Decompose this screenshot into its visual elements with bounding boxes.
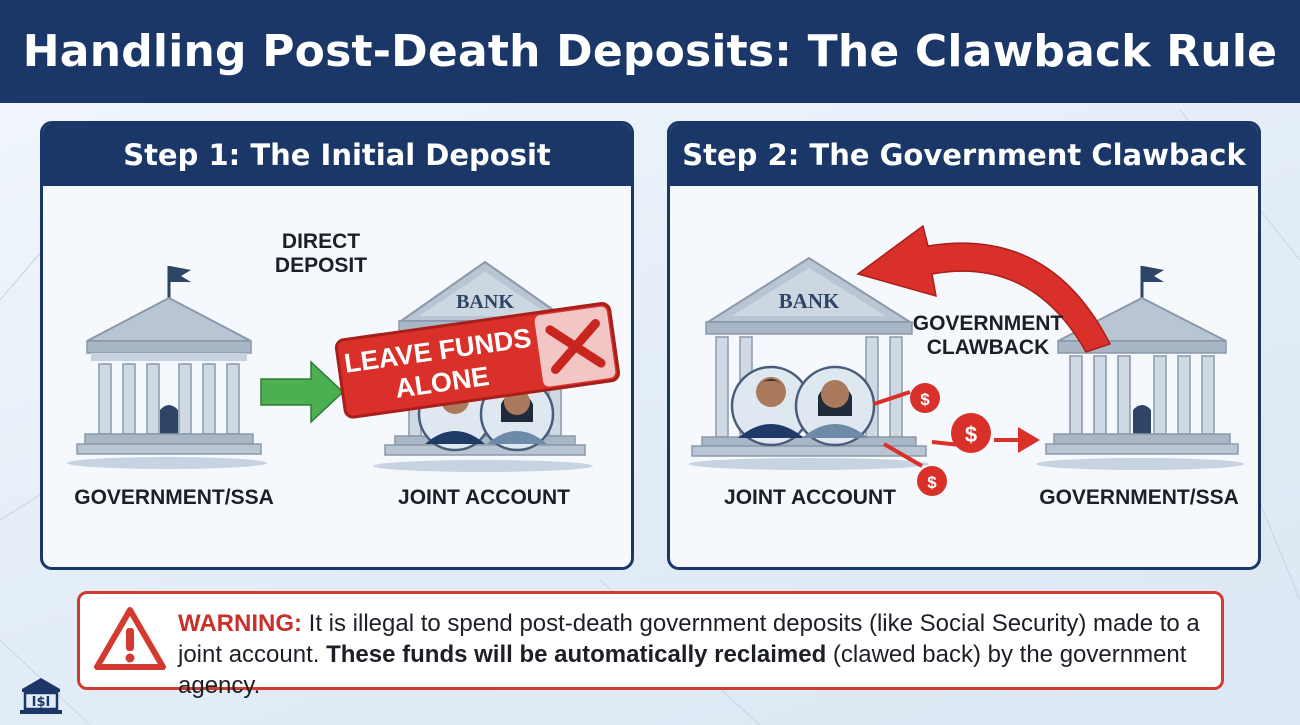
warning-text: WARNING: It is illegal to spend post-dea… bbox=[178, 608, 1218, 701]
warning-text-bold: These funds will be automatically reclai… bbox=[326, 641, 827, 668]
warning-box: WARNING: It is illegal to spend post-dea… bbox=[77, 591, 1224, 699]
direct-deposit-label: DIRECT DEPOSIT bbox=[274, 230, 368, 278]
leave-funds-alone-stamp: LEAVE FUNDS ALONE bbox=[334, 302, 620, 419]
bank-dollar-icon: I$I bbox=[20, 678, 62, 714]
step1-illustration: BANK bbox=[67, 260, 620, 472]
step1-panel: Step 1: The Initial Deposit bbox=[40, 121, 634, 570]
title-banner: Handling Post-Death Deposits: The Clawba… bbox=[0, 0, 1300, 103]
warning-label: WARNING: bbox=[178, 610, 302, 637]
close-icon bbox=[545, 319, 606, 375]
step1-body: BANK bbox=[43, 186, 631, 567]
svg-text:BANK: BANK bbox=[456, 291, 514, 313]
svg-text:$: $ bbox=[927, 473, 937, 492]
government-ssa-label: GOVERNMENT/SSA bbox=[1039, 486, 1239, 509]
warning-text-part2: (clawed back) by the government agency. bbox=[178, 641, 1187, 699]
svg-text:$: $ bbox=[920, 390, 930, 409]
step2-illustration: BANK bbox=[689, 224, 1244, 496]
svg-text:BANK: BANK bbox=[779, 289, 840, 313]
step2-body: BANK bbox=[670, 186, 1258, 567]
step1-heading: Step 1: The Initial Deposit bbox=[43, 124, 631, 186]
clawback-arrow-icon bbox=[856, 224, 1112, 353]
deposit-arrow-icon bbox=[260, 360, 345, 424]
joint-account-label: JOINT ACCOUNT bbox=[398, 486, 570, 509]
government-clawback-label: GOVERNMENT CLAWBACK bbox=[912, 312, 1064, 360]
page-title: Handling Post-Death Deposits: The Clawba… bbox=[22, 26, 1278, 77]
joint-account-label: JOINT ACCOUNT bbox=[724, 486, 896, 509]
step2-heading: Step 2: The Government Clawback bbox=[670, 124, 1258, 186]
government-building-icon bbox=[1036, 266, 1244, 470]
step2-panel: Step 2: The Government Clawback BANK bbox=[667, 121, 1261, 570]
warning-triangle-icon bbox=[94, 607, 166, 670]
warning-text-part1: It is illegal to spend post-death govern… bbox=[178, 610, 1200, 668]
joint-holders-icon bbox=[730, 365, 876, 447]
government-ssa-label: GOVERNMENT/SSA bbox=[74, 486, 274, 509]
svg-text:$: $ bbox=[965, 422, 977, 447]
svg-text:I$I: I$I bbox=[32, 695, 51, 710]
money-flow-icon: $ $ $ bbox=[873, 383, 1040, 496]
government-building-icon bbox=[67, 266, 267, 469]
bank-building-icon: BANK bbox=[689, 256, 929, 470]
